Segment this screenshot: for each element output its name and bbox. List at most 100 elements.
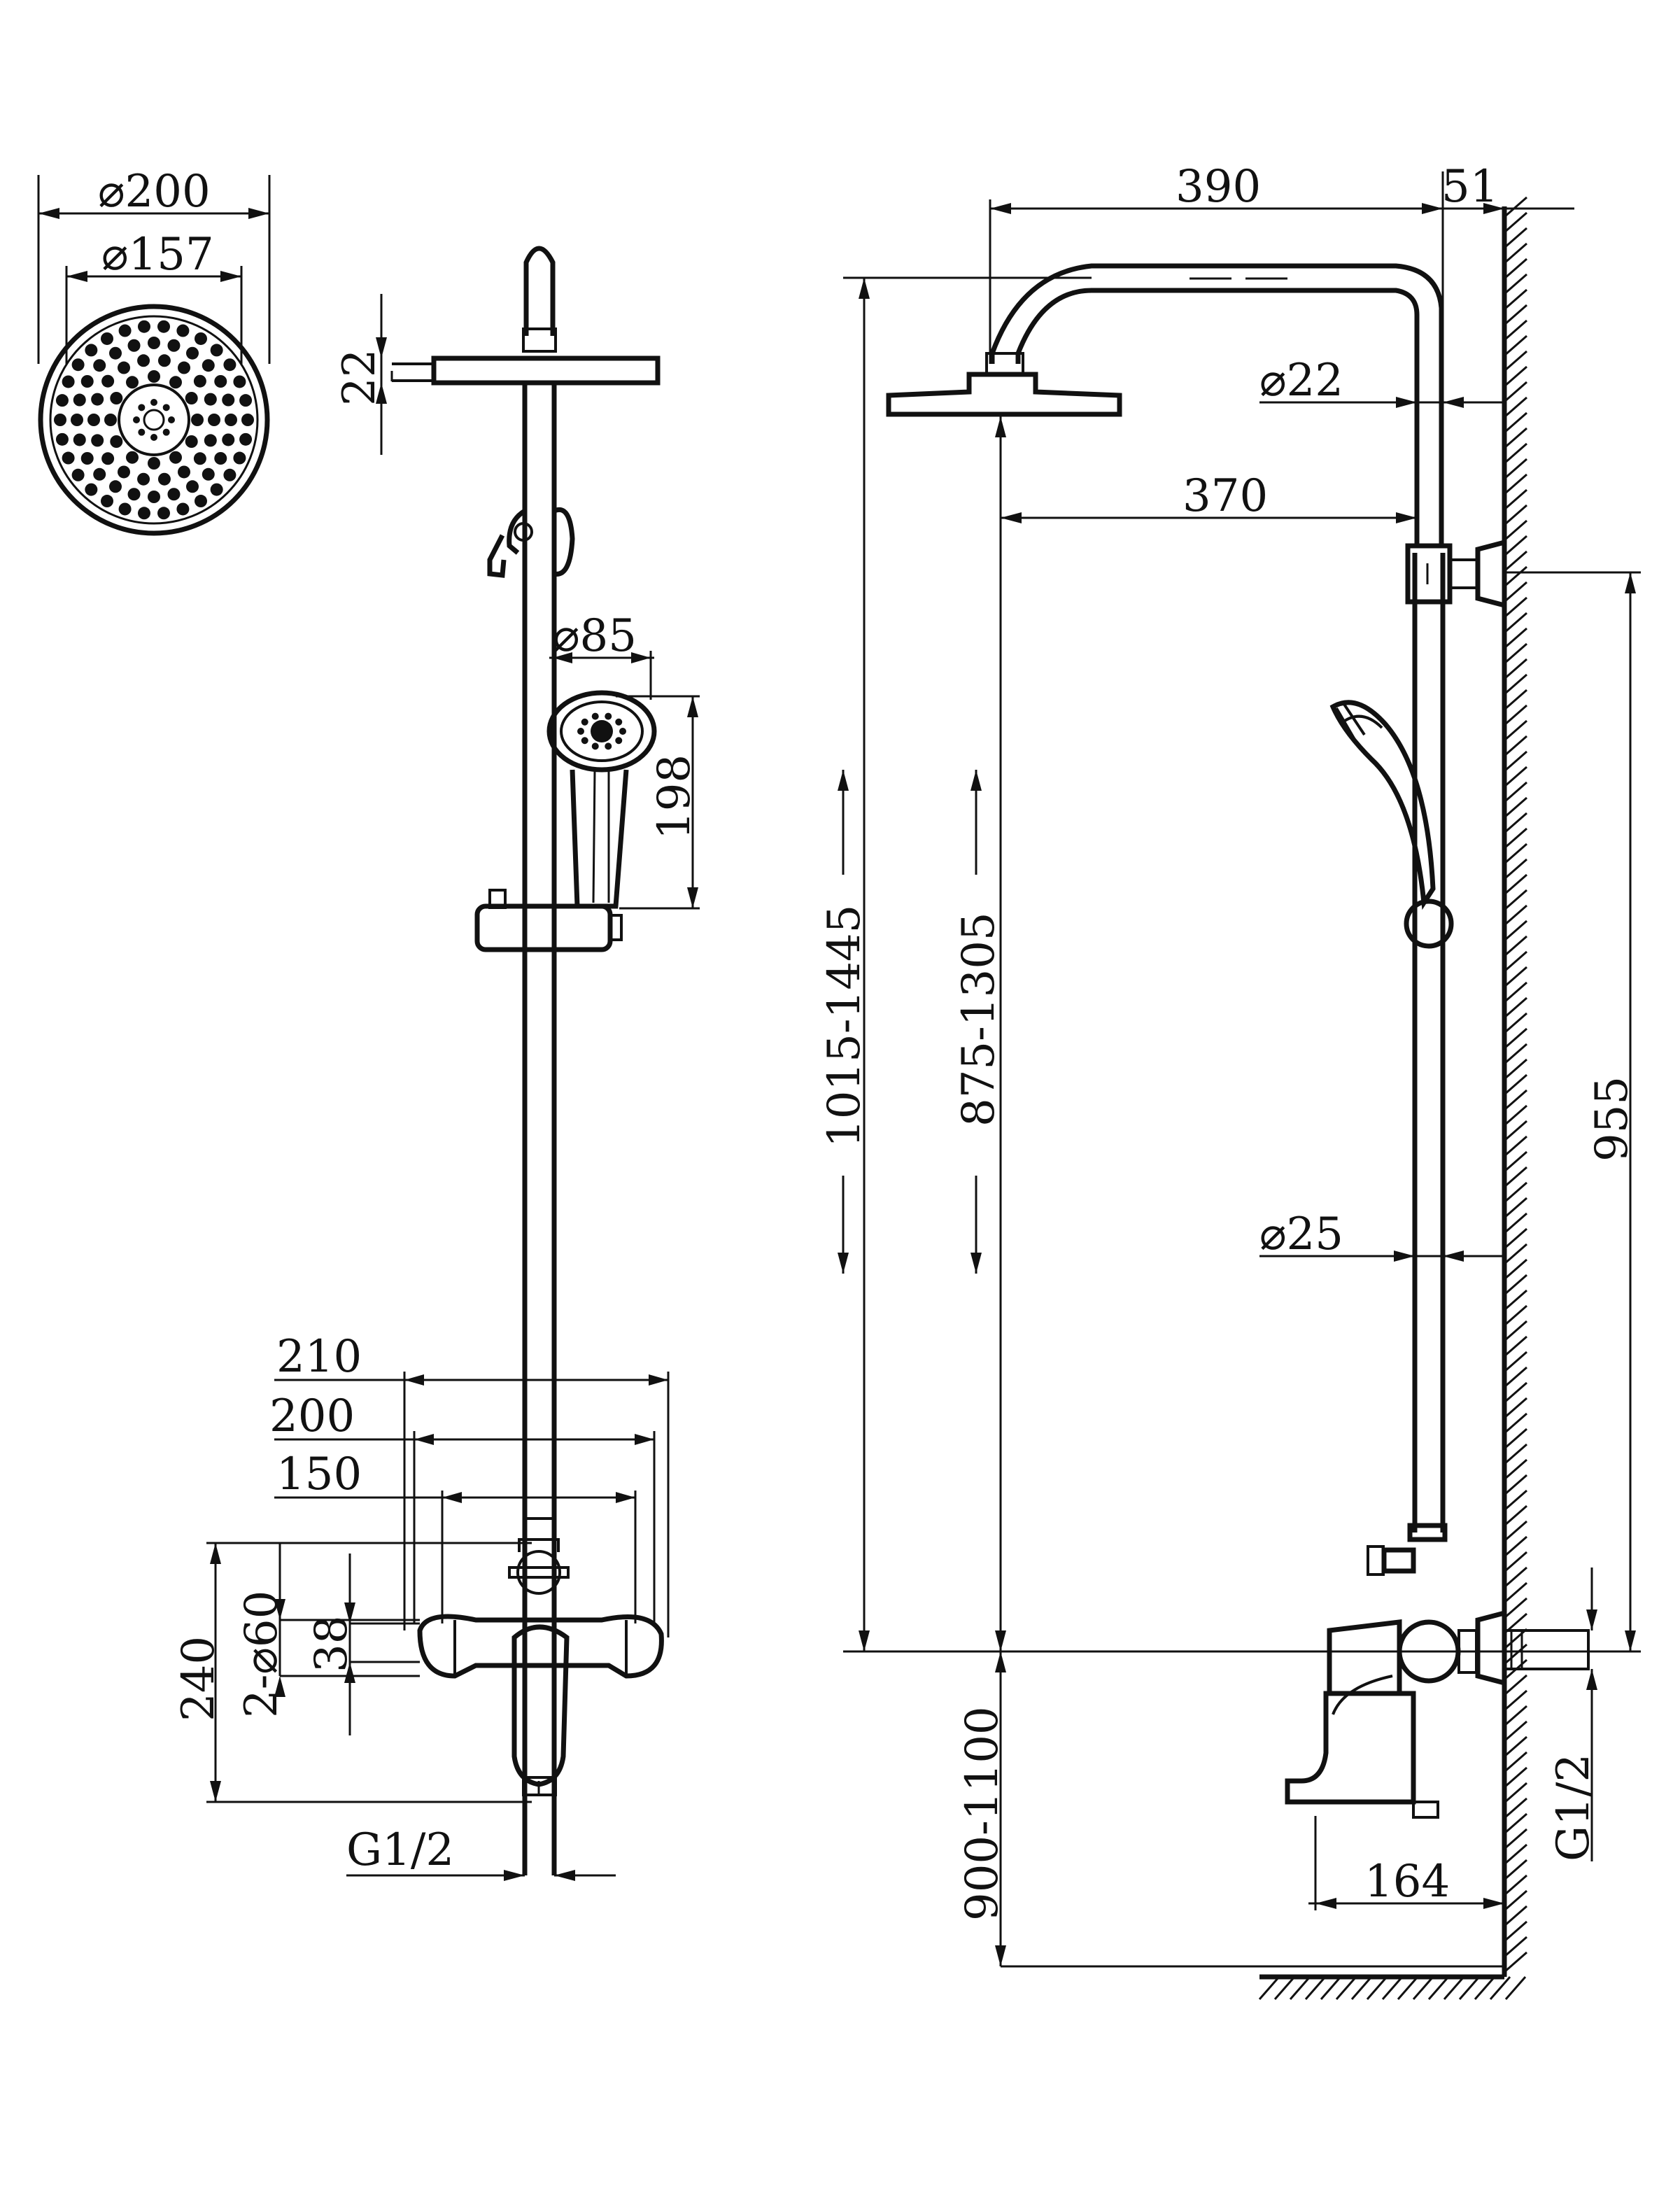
nozzle-dot	[208, 414, 220, 426]
nozzle-dot	[222, 393, 235, 407]
hatch-line	[1504, 504, 1527, 526]
floor-hatching	[1258, 1976, 1527, 2000]
nozzle-dot	[186, 346, 199, 360]
nozzle-dot	[157, 320, 171, 333]
hatch-line	[1504, 1335, 1527, 1358]
nozzle-dot	[85, 344, 98, 357]
nozzle-dot	[591, 742, 599, 750]
hatch-line	[1504, 242, 1527, 265]
nozzle-dot	[193, 374, 206, 388]
mixer-width-a-label: 210	[276, 1331, 362, 1383]
hatch-line	[1504, 873, 1527, 896]
nozzle-dot	[118, 502, 132, 516]
nozzle-dot	[62, 451, 75, 465]
nozzle-dot	[55, 394, 69, 407]
hatch-line	[1504, 1181, 1527, 1204]
hatch-line	[1504, 458, 1527, 480]
head-to-column-label: 370	[1183, 470, 1268, 522]
nozzle-dot	[148, 337, 160, 349]
nozzle-dot	[148, 491, 160, 503]
nozzle-dot	[71, 358, 85, 372]
nozzle-dot	[193, 452, 206, 465]
hatch-line	[1504, 750, 1527, 773]
hatch-line	[1504, 334, 1527, 357]
nozzle-dot	[118, 324, 132, 337]
hatch-line	[1504, 1766, 1527, 1789]
hatch-line	[1504, 1304, 1527, 1327]
hatch-line	[1504, 1443, 1527, 1465]
outlet-diameter-label: 2-⌀60	[236, 1591, 288, 1718]
hatch-line	[1504, 1705, 1527, 1727]
hatch-line	[1504, 1320, 1527, 1342]
hatch-line	[1504, 319, 1527, 341]
hatch-line	[1504, 1166, 1527, 1188]
nozzle-dot	[137, 320, 150, 333]
nozzle-dot	[157, 472, 171, 486]
nozzle-dot	[150, 399, 157, 406]
hatch-line	[1504, 1797, 1527, 1819]
hatch-line	[1504, 1104, 1527, 1127]
mixer-offset-label: 38	[306, 1616, 358, 1672]
nozzle-dot	[73, 393, 86, 407]
nozzle-dot	[101, 452, 115, 465]
hatch-line	[1504, 673, 1527, 696]
hatch-line	[1504, 1782, 1527, 1804]
hatch-line	[1504, 1905, 1527, 1927]
hatch-line	[1504, 1920, 1527, 1943]
arm-length-label: 390	[1176, 161, 1261, 213]
hatch-line	[1474, 1976, 1496, 2000]
hatch-line	[1504, 1274, 1527, 1296]
hatch-line	[1504, 1812, 1527, 1835]
top-pipe-diameter-label: ⌀22	[1259, 355, 1343, 407]
nozzle-dot	[605, 712, 612, 720]
nozzle-dot	[581, 737, 588, 745]
hatch-line	[1504, 381, 1527, 403]
hatch-line	[1504, 273, 1527, 295]
hatch-line	[1504, 1243, 1527, 1265]
hatch-line	[1504, 858, 1527, 880]
hatch-line	[1504, 904, 1527, 927]
nozzle-dot	[109, 346, 122, 360]
hatch-line	[1504, 1674, 1527, 1696]
hatch-line	[1397, 1976, 1419, 2000]
hatch-line	[1504, 658, 1527, 680]
nozzle-dot	[55, 432, 69, 446]
hatch-line	[1504, 935, 1527, 957]
hatch-line	[1366, 1976, 1388, 2000]
hatch-line	[1504, 627, 1527, 649]
hatch-line	[1504, 981, 1527, 1003]
hatch-line	[1504, 1889, 1527, 1912]
nozzle-dot	[204, 393, 217, 406]
hatch-line	[1504, 1412, 1527, 1435]
head-thickness-label: 22	[334, 349, 386, 406]
nozzle-dot	[619, 728, 626, 735]
hatch-line	[1504, 1489, 1527, 1512]
hatch-line	[1504, 689, 1527, 711]
nozzle-dot	[202, 359, 215, 372]
hatch-line	[1504, 781, 1527, 803]
nozzle-dot	[185, 392, 198, 404]
hatch-line	[1504, 1150, 1527, 1173]
nozzle-dot	[162, 404, 170, 411]
bottom-pipe-diameter-label: ⌀25	[1259, 1209, 1343, 1260]
nozzle-dot	[104, 414, 117, 426]
hatch-line	[1504, 966, 1527, 988]
nozzle-dot	[178, 361, 190, 374]
nozzle-dot	[185, 435, 198, 448]
hatch-line	[1504, 1043, 1527, 1065]
nozzle-dot	[150, 434, 157, 441]
mixer-width-c-label: 150	[276, 1449, 362, 1500]
hatch-line	[1504, 1351, 1527, 1373]
inlet-thread-front-label: G1/2	[346, 1824, 454, 1876]
hatch-line	[1504, 1012, 1527, 1034]
bracket-to-inlet-label: 955	[1586, 1076, 1638, 1162]
nozzle-dot	[591, 712, 599, 720]
hatch-line	[1504, 227, 1527, 249]
hatch-line	[1504, 889, 1527, 911]
install-height-range-label: 900-1100	[957, 1706, 1008, 1921]
hatch-line	[1504, 719, 1527, 742]
hatch-line	[1504, 304, 1527, 326]
hatch-line	[1504, 1089, 1527, 1111]
nozzle-dot	[133, 416, 140, 423]
nozzle-dot	[127, 488, 141, 501]
